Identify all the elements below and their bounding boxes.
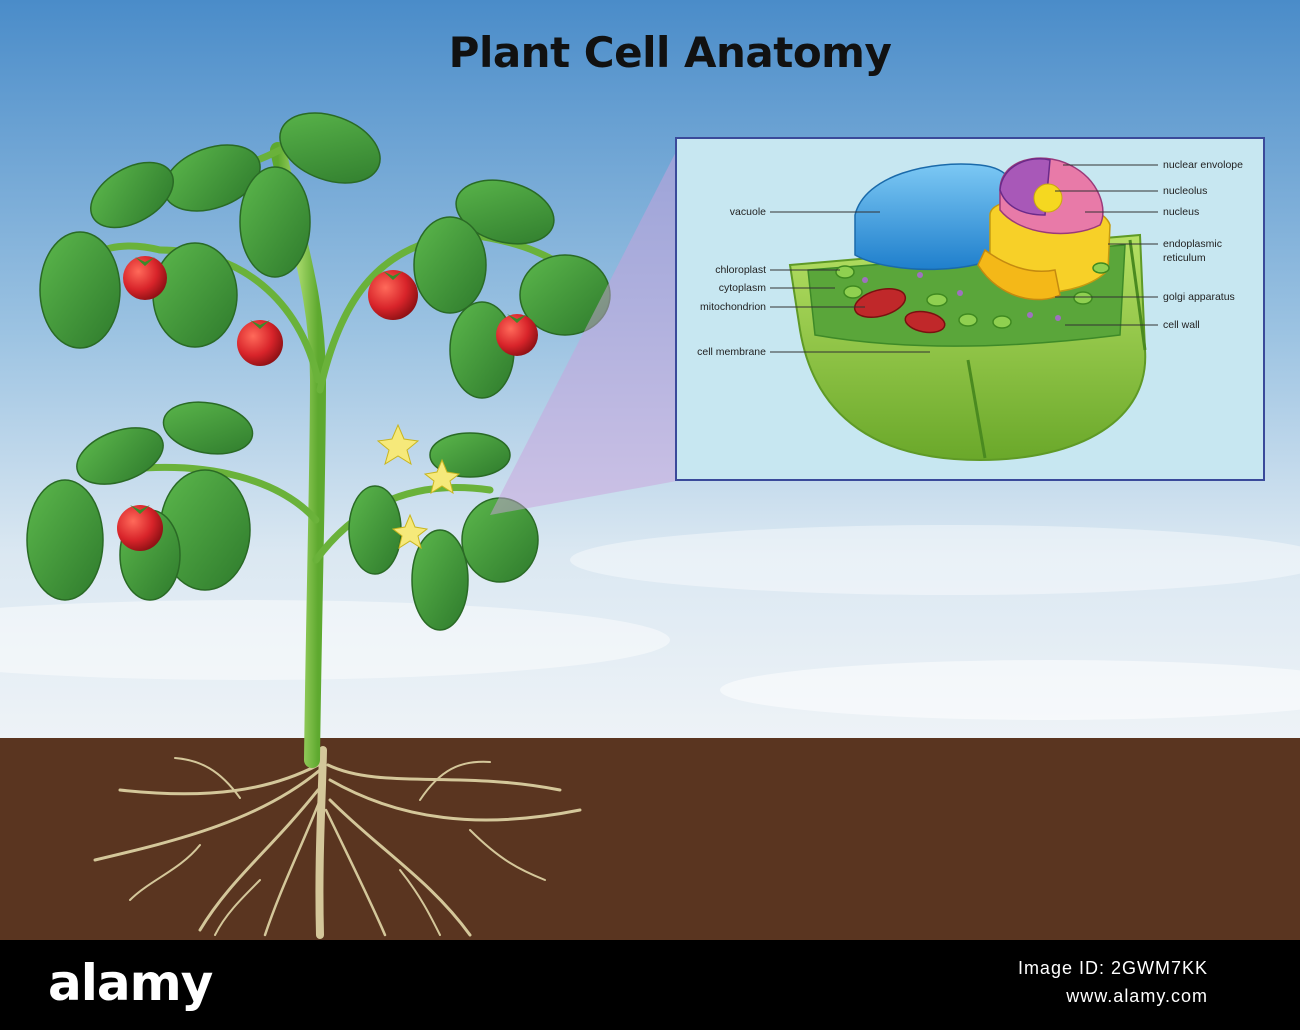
label-mitochondrion: mitochondrion bbox=[700, 301, 766, 313]
label-golgi-apparatus: golgi apparatus bbox=[1163, 291, 1235, 303]
label-cell-wall: cell wall bbox=[1163, 319, 1200, 331]
watermark-footer: alamy Image ID: 2GWM7KK www.alamy.com bbox=[0, 940, 1300, 1030]
label-nuclear-envelope: nuclear envolope bbox=[1163, 159, 1243, 171]
page-title: Plant Cell Anatomy bbox=[0, 28, 1300, 77]
label-vacuole: vacuole bbox=[730, 206, 766, 218]
watermark-url: www.alamy.com bbox=[1066, 986, 1208, 1007]
label-endoplasmic-reticulum-line1: endoplasmic bbox=[1163, 238, 1222, 250]
label-endoplasmic-reticulum-line2: reticulum bbox=[1163, 252, 1206, 264]
label-cell-membrane: cell membrane bbox=[697, 346, 766, 358]
watermark-logo: alamy bbox=[48, 954, 212, 1012]
label-nucleus: nucleus bbox=[1163, 206, 1199, 218]
watermark-image-id: Image ID: 2GWM7KK bbox=[1018, 958, 1208, 979]
label-nucleolus: nucleolus bbox=[1163, 185, 1207, 197]
soil bbox=[0, 738, 1300, 940]
label-chloroplast: chloroplast bbox=[715, 264, 766, 276]
cloud bbox=[570, 525, 1300, 595]
label-cytoplasm: cytoplasm bbox=[719, 282, 767, 294]
